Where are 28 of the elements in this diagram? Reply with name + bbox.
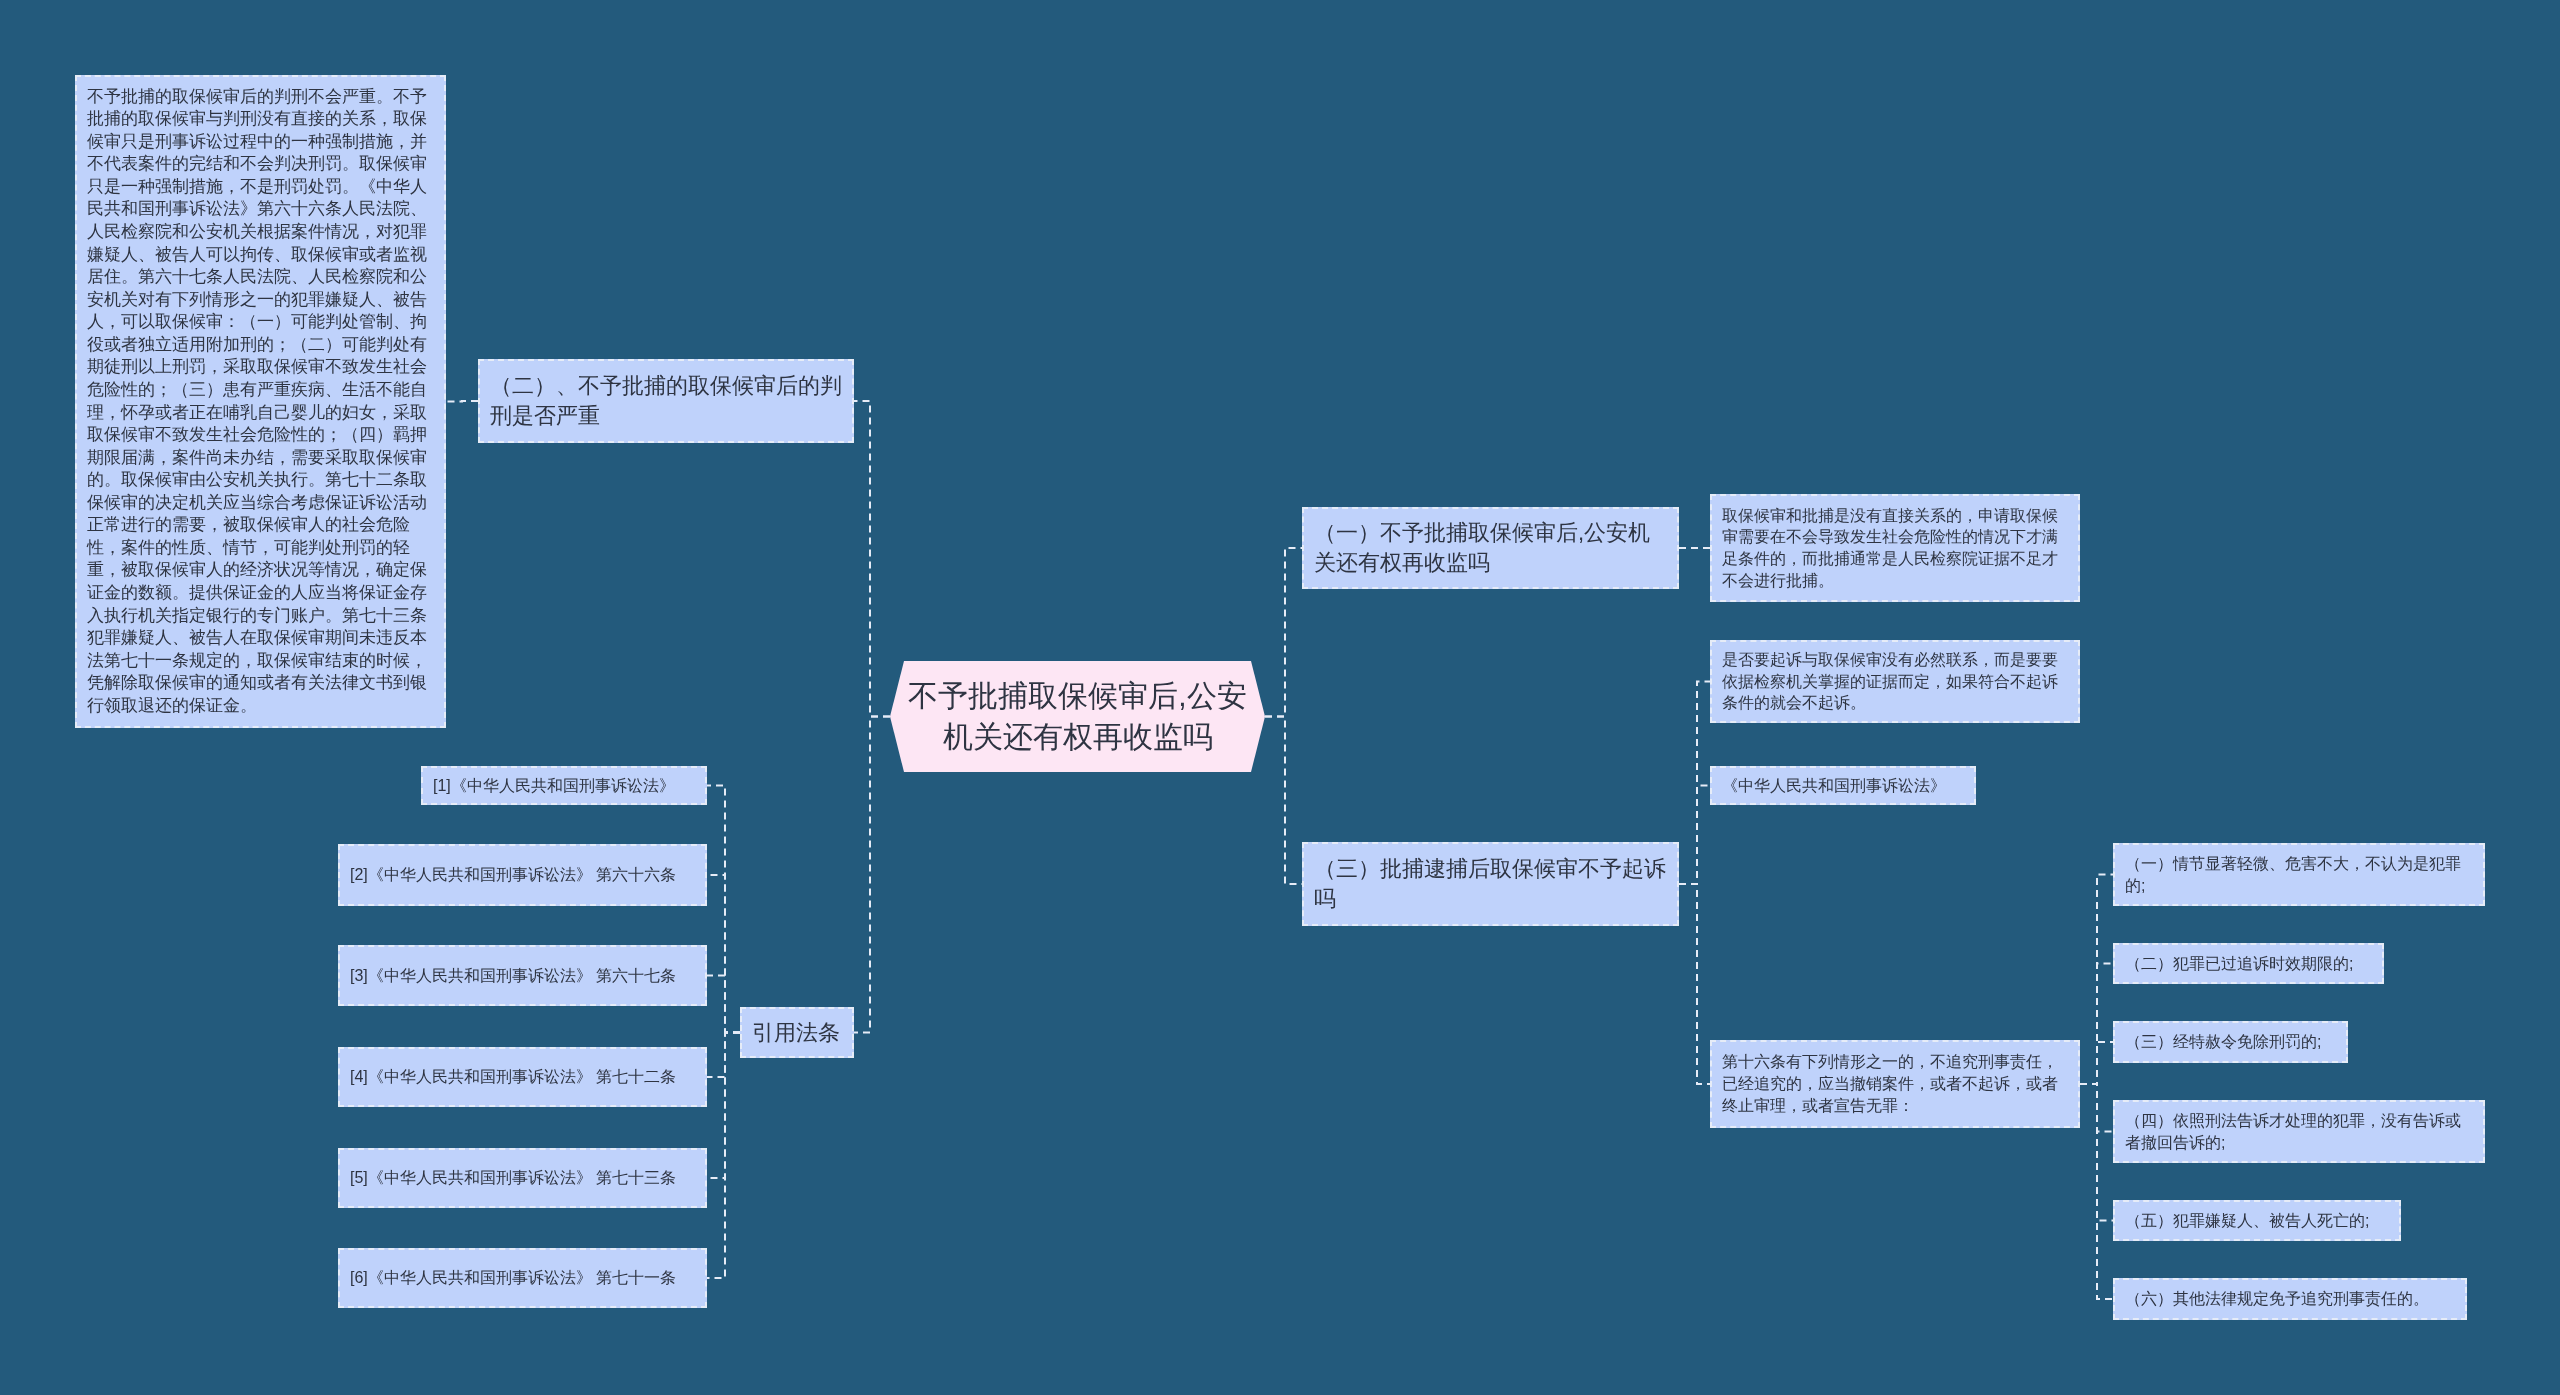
connector-line <box>2079 1083 2114 1300</box>
text-box: 不予批捕的取保候审后的判刑不会严重。不予批捕的取保候审与判刑没有直接的关系，取保候审只是刑事诉讼过程中的一种强制措施，并不代表案件的完结和不会判决刑罚。取保候审只是一种强制措施，不是刑罚处罚。《中华人民共和国刑事诉讼法》第六十六条人民法院、人民检察院和公安机关根据案件情况，对犯罪嫌疑人、被告人可以拘传、取保候审或者监视居住。第六十七条人民法院、人民检察院和公安机关对有下列情形之一的犯罪嫌疑人、被告人，可以取保候审：（一）可能判处管制、拘役或者独立适用附加刑的；（二）可能判处有期徒刑以上刑罚，采取取保候审不致发生社会危险性的；（三）患有严重疾病、生活不能自理，怀孕或者正在哺乳自己婴儿的妇女，采取取保候审不致发生社会危险性的；（四）羁押期限届满，案件尚未办结，需要采取取保候审的。取保候审由公安机关执行。第七十二条取保候审的决定机关应当综合考虑保证诉讼活动正常进行的需要，被取保候审人的社会危险性，案件的性质、情节，可能判处刑罚的轻重，被取保候审人的经济状况等情况，确定保证金的数额。提供保证金的人应当将保证金存入执行机关指定银行的专门账户。第七十三条犯罪嫌疑人、被告人在取保候审期间未违反本法第七十一条规定的，取保候审结束的时候，凭解除取保候审的通知或者有关法律文书到银行领取退还的保证金。 <box>75 75 446 728</box>
connector-line <box>1678 547 1711 549</box>
topic-box: [6]《中华人民共和国刑事诉讼法》 第七十一条 <box>338 1248 707 1308</box>
topic-box: 《中华人民共和国刑事诉讼法》 <box>1710 766 1976 805</box>
topic-box: [2]《中华人民共和国刑事诉讼法》 第六十六条 <box>338 844 707 906</box>
topic-box: [3]《中华人民共和国刑事诉讼法》 第六十七条 <box>338 945 707 1006</box>
topic-box: [5]《中华人民共和国刑事诉讼法》 第七十三条 <box>338 1148 707 1208</box>
central-topic-hexagon: 不予批捕取保候审后,公安机关还有权再收监吗 <box>890 661 1265 772</box>
topic-box: （二）、不予批捕的取保候审后的判刑是否严重 <box>478 359 854 443</box>
text-box: 是否要起诉与取保候审没有必然联系，而是要要依据检察机关掌握的证据而定，如果符合不起诉条件的就会不起诉。 <box>1710 640 2080 723</box>
topic-box: （一）不予批捕取保候审后,公安机关还有权再收监吗 <box>1302 507 1679 589</box>
connector-line <box>853 715 891 1034</box>
topic-box: （六）其他法律规定免予追究刑事责任的。 <box>2113 1278 2467 1320</box>
topic-box: [1]《中华人民共和国刑事诉讼法》 <box>421 766 707 805</box>
topic-box: （五）犯罪嫌疑人、被告人死亡的; <box>2113 1200 2401 1241</box>
topic-box: 引用法条 <box>740 1007 854 1058</box>
topic-box: （二）犯罪已过追诉时效期限的; <box>2113 943 2384 984</box>
topic-box: （三）经特赦令免除刑罚的; <box>2113 1021 2348 1063</box>
topic-box: （三）批捕逮捕后取保候审不予起诉吗 <box>1302 842 1679 926</box>
topic-box: （四）依照刑法告诉才处理的犯罪，没有告诉或者撤回告诉的; <box>2113 1100 2485 1163</box>
connector-line <box>706 1031 741 1279</box>
topic-box: [4]《中华人民共和国刑事诉讼法》 第七十二条 <box>338 1047 707 1107</box>
connector-line <box>445 400 479 403</box>
text-box: 第十六条有下列情形之一的，不追究刑事责任，已经追究的，应当撤销案件，或者不起诉，或者终止审理，或者宣告无罪： <box>1710 1040 2080 1128</box>
connector-line <box>1678 883 1711 1085</box>
topic-box: （一）情节显著轻微、危害不大，不认为是犯罪的; <box>2113 843 2485 906</box>
text-box: 取保候审和批捕是没有直接关系的，申请取保候审需要在不会导致发生社会危险性的情况下才满足条件的，而批捕通常是人民检察院证据不足才不会进行批捕。 <box>1710 494 2080 602</box>
